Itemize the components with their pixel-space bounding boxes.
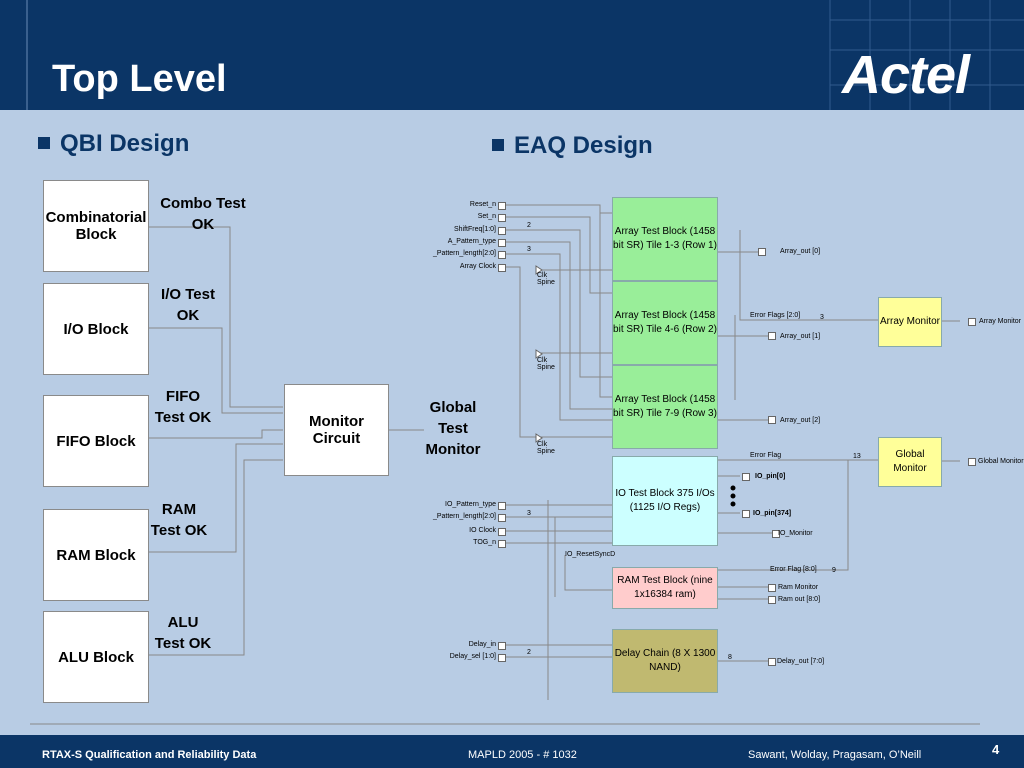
pin-icon: [772, 530, 780, 538]
actel-logo: Actel: [842, 45, 970, 105]
array-monitor-output: Array Monitor: [979, 318, 1022, 325]
bus-width-label: 3: [820, 314, 824, 321]
signal-io-pattern-type: IO_Pattern_type: [445, 501, 496, 508]
signal-array-clock: Array Clock: [459, 263, 496, 270]
bus-width-label: 3: [527, 510, 531, 517]
delay-out-label: Delay_out [7:0]: [777, 658, 825, 665]
bus-width-label: 2: [527, 649, 531, 656]
array-out-0-label: Array_out [0]: [780, 248, 821, 255]
global-monitor-block: Global Monitor: [878, 437, 942, 487]
bullet-icon: [38, 136, 50, 149]
qbi-heading: QBI Design: [38, 130, 189, 158]
pin-icon: [498, 264, 506, 272]
combo-test-ok-label: Combo Test OK: [160, 195, 246, 233]
io-pin0-label: IO_pin[0]: [755, 473, 786, 480]
io-pin374-label: IO_pin[374]: [753, 510, 792, 517]
pin-icon: [498, 214, 506, 222]
qbi-heading-text: QBI Design: [60, 130, 190, 157]
pin-icon: [768, 596, 776, 604]
io-monitor-label: IO_Monitor: [778, 530, 813, 537]
global-monitor-output: Global Monitor: [978, 458, 1024, 465]
header-decoration: [26, 0, 1024, 110]
array-test-block-row2: Array Test Block (1458 bit SR) Tile 4-6 …: [612, 281, 718, 365]
pin-icon: [768, 416, 776, 424]
fifo-block: FIFO Block: [43, 395, 149, 487]
signal-a-pattern-type: A_Pattern_type: [447, 238, 496, 245]
array-out-1-label: Array_out [1]: [780, 333, 821, 340]
io-test-block: IO Test Block 375 I/Os (1125 I/O Regs): [612, 456, 718, 546]
pin-icon: [498, 540, 506, 548]
pin-icon: [498, 642, 506, 650]
pin-icon: [498, 251, 506, 259]
ram-block: RAM Block: [43, 509, 149, 601]
pin-icon: [742, 473, 750, 481]
signal-pattern-length: _Pattern_length[2:0]: [432, 250, 496, 257]
array-test-block-row3: Array Test Block (1458 bit SR) Tile 7-9 …: [612, 365, 718, 449]
footer-right-text: Sawant, Wolday, Pragasam, O’Neill: [748, 749, 922, 761]
bus-width-label: 3: [527, 246, 531, 253]
combinatorial-block: Combinatorial Block: [43, 180, 149, 272]
pin-icon: [498, 239, 506, 247]
signal-tog-n: TOG_n: [473, 539, 496, 546]
array-test-block-row1: Array Test Block (1458 bit SR) Tile 1-3 …: [612, 197, 718, 281]
ram-out-label: Ram out [8:0]: [778, 596, 821, 603]
signal-io-clock: IO Clock: [469, 527, 496, 534]
pin-icon: [742, 510, 750, 518]
fifo-test-ok-label: FIFO Test OK: [154, 388, 212, 426]
bus-width-label: 9: [832, 567, 836, 574]
pin-icon: [968, 318, 976, 326]
page-title: Top Level: [52, 58, 227, 100]
ram-monitor-label: Ram Monitor: [778, 584, 819, 591]
clk-spine-label: Clk Spine: [537, 357, 555, 371]
signal-reset-n: Reset_n: [469, 201, 496, 208]
error-flags-label: Error Flags [2:0]: [750, 312, 801, 319]
pin-icon: [768, 658, 776, 666]
header-bar: [0, 0, 1024, 110]
bullet-icon: [492, 138, 504, 151]
io-reset-sync-label: IO_ResetSyncD: [565, 551, 616, 558]
global-test-monitor-label: Global Test Monitor: [425, 399, 481, 458]
bus-width-label: 13: [853, 453, 861, 460]
alu-test-ok-label: ALU Test OK: [154, 614, 212, 652]
ram-test-block: RAM Test Block (nine 1x16384 ram): [612, 567, 718, 609]
signal-delay-in: Delay_in: [468, 641, 496, 648]
array-out-2-label: Array_out [2]: [780, 417, 821, 424]
array-monitor-block: Array Monitor: [878, 297, 942, 347]
bus-width-label: 2: [527, 222, 531, 229]
pin-icon: [498, 202, 506, 210]
ram-test-ok-label: RAM Test OK: [150, 501, 208, 539]
pin-icon: [768, 332, 776, 340]
pin-icon: [758, 248, 766, 256]
pin-icon: [498, 502, 506, 510]
bus-width-label: 8: [728, 654, 732, 661]
io-test-ok-label: I/O Test OK: [161, 286, 215, 324]
diagram-wires: [30, 204, 980, 725]
footer-bar: [0, 735, 1024, 768]
pin-icon: [768, 584, 776, 592]
clk-spine-label: Clk Spine: [537, 272, 555, 286]
pin-icon: [968, 458, 976, 466]
pin-icon: [498, 514, 506, 522]
error-flag-label: Error Flag: [750, 452, 782, 459]
pin-icon: [498, 227, 506, 235]
pin-icon: [498, 654, 506, 662]
page-number: 4: [992, 742, 1000, 757]
io-block: I/O Block: [43, 283, 149, 375]
signal-delay-sel: Delay_sel [1:0]: [449, 653, 496, 660]
ram-error-flag-label: Error Flag [8:0]: [770, 566, 817, 573]
pin-icon: [498, 528, 506, 536]
eaq-heading-text: EAQ Design: [514, 132, 653, 159]
signal-shiftfreq: ShiftFreq[1:0]: [453, 226, 496, 233]
footer-left-text: RTAX-S Qualification and Reliability Dat…: [42, 749, 257, 761]
footer-center-text: MAPLD 2005 - # 1032: [468, 749, 577, 761]
delay-chain-block: Delay Chain (8 X 1300 NAND): [612, 629, 718, 693]
clk-spine-label: Clk Spine: [537, 441, 555, 455]
signal-io-pattern-length: _Pattern_length[2:0]: [432, 513, 496, 520]
eaq-heading: EAQ Design: [492, 132, 653, 160]
monitor-circuit: Monitor Circuit: [284, 384, 389, 476]
signal-set-n: Set_n: [477, 213, 496, 220]
alu-block: ALU Block: [43, 611, 149, 703]
